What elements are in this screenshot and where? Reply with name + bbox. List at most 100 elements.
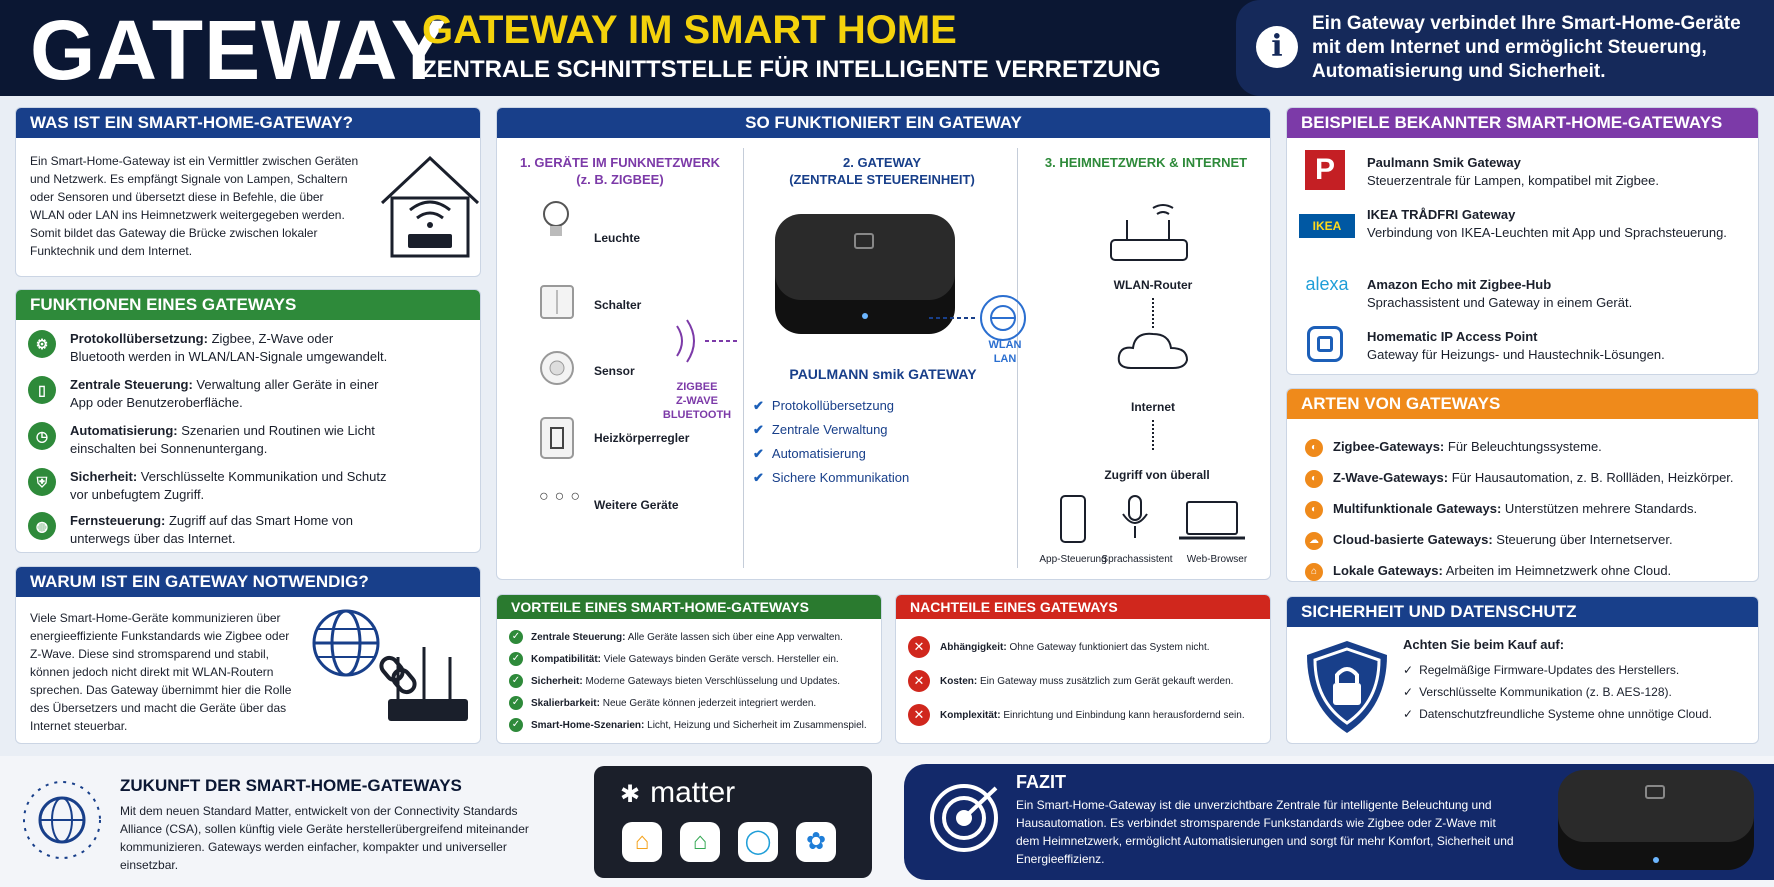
- check-icon: ✓: [509, 718, 523, 733]
- pro-item: ✓Zentrale Steuerung: Alle Geräte lassen …: [509, 627, 867, 649]
- function-item: ▯ Zentrale Steuerung: Verwaltung aller G…: [28, 376, 390, 412]
- wireless-waves-icon: [676, 319, 737, 363]
- gateway-feature: ✔Protokollübersetzung: [753, 398, 895, 413]
- page-subtitle: ZENTRALE SCHNITTSTELLE FÜR INTELLIGENTE …: [422, 56, 1161, 83]
- client-label: Sprachassistent: [1101, 554, 1173, 565]
- smartthings-icon: ✿: [796, 822, 836, 862]
- client-label: Web-Browser: [1186, 554, 1248, 565]
- future-text: Mit dem neuen Standard Matter, entwickel…: [120, 804, 529, 872]
- ikea-logo: IKEA: [1299, 214, 1355, 238]
- router-icon: [388, 647, 468, 721]
- security-list: ✓Regelmäßige Firmware-Updates des Herste…: [1403, 659, 1712, 725]
- con-item: ✕Kosten: Ein Gateway muss zusätzlich zum…: [908, 665, 1245, 699]
- alexa-app-icon: ◯: [738, 822, 778, 862]
- info-text: Ein Gateway verbindet Ihre Smart-Home-Ge…: [1312, 13, 1741, 82]
- type-item: ☁Cloud-basierte Gateways: Steuerung über…: [1305, 524, 1734, 555]
- x-icon: ✕: [908, 704, 930, 727]
- function-item: ⚙ Protokollübersetzung: Zigbee, Z-Wave o…: [28, 330, 390, 366]
- examples-title: BEISPIELE BEKANNTER SMART-HOME-GATEWAYS: [1287, 108, 1758, 138]
- zigbee-icon: ◐: [1305, 438, 1323, 457]
- how-panel: SO FUNKTIONIERT EIN GATEWAY 1. GERÄTE IM…: [496, 107, 1271, 580]
- home-app-icon: ⌂: [622, 822, 662, 862]
- matter-logo: ✱matter: [620, 776, 736, 809]
- lightbulb-icon: [543, 201, 569, 236]
- type-item: ◐Multifunktionale Gateways: Unterstützen…: [1305, 493, 1734, 524]
- multi-icon: ◐: [1305, 500, 1323, 519]
- pros-list: ✓Zentrale Steuerung: Alle Geräte lassen …: [509, 627, 867, 737]
- home-icon: ⌂: [1305, 562, 1323, 581]
- device-label: Weitere Geräte: [594, 498, 679, 512]
- why-text: Viele Smart-Home-Geräte kommunizieren üb…: [30, 611, 292, 733]
- security-panel: SICHERHEIT UND DATENSCHUTZ Achten Sie be…: [1286, 596, 1759, 744]
- what-is-title: WAS IST EIN SMART-HOME-GATEWAY?: [16, 108, 480, 138]
- switch-icon: [540, 285, 574, 319]
- device-label: Schalter: [594, 298, 642, 312]
- functions-title: FUNKTIONEN EINES GATEWAYS: [16, 290, 480, 320]
- thermostat-icon: [540, 417, 574, 459]
- conclusion-text: Ein Smart-Home-Gateway ist die unverzich…: [1016, 798, 1514, 866]
- phone-icon: [1060, 495, 1086, 543]
- check-icon: ✓: [509, 630, 523, 645]
- examples-panel: BEISPIELE BEKANNTER SMART-HOME-GATEWAYS …: [1286, 107, 1759, 375]
- client-label: App-Steuerung: [1039, 554, 1107, 565]
- function-item: ◍ Fernsteuerung: Zugriff auf das Smart H…: [28, 512, 390, 548]
- how-title: SO FUNKTIONIERT EIN GATEWAY: [497, 108, 1270, 138]
- x-icon: ✕: [908, 636, 930, 659]
- check-icon: ✓: [509, 652, 523, 667]
- con-item: ✕Komplexität: Einrichtung und Einbindung…: [908, 699, 1245, 733]
- types-panel: ARTEN VON GATEWAYS ◐Zigbee-Gateways: Für…: [1286, 388, 1759, 582]
- more-devices-icon: ○○○: [539, 488, 586, 505]
- function-item: ◷ Automatisierung: Szenarien und Routine…: [28, 422, 390, 458]
- target-icon: [930, 784, 998, 852]
- gateway-feature: ✔Zentrale Verwaltung: [753, 422, 888, 437]
- globe-router-illustration: [312, 609, 468, 721]
- gateway-feature-list: ✔Protokollübersetzung ✔Zentrale Verwaltu…: [753, 394, 909, 490]
- sensor-icon: [540, 351, 574, 385]
- future-title: ZUKUNFT DER SMART-HOME-GATEWAYS: [120, 776, 462, 795]
- pros-title: VORTEILE EINES SMART-HOME-GATEWAYS: [497, 595, 881, 619]
- device-label: Heizkörperregler: [594, 431, 690, 445]
- phone-icon: ▯: [28, 376, 56, 404]
- gateway-device-image: [775, 214, 955, 334]
- why-title: WARUM IST EIN GATEWAY NOTWENDIG?: [16, 567, 480, 597]
- type-item: ⌂Lokale Gateways: Arbeiten im Heimnetzwe…: [1305, 555, 1734, 581]
- timer-icon: ◷: [28, 422, 56, 450]
- device-label: Sensor: [594, 364, 635, 378]
- chip-globe-icon: [23, 781, 101, 859]
- pros-panel: VORTEILE EINES SMART-HOME-GATEWAYS ✓Zent…: [496, 594, 882, 744]
- security-lead: Achten Sie beim Kauf auf:: [1403, 637, 1565, 652]
- google-home-icon: ⌂: [680, 822, 720, 862]
- info-icon: i: [1256, 26, 1298, 68]
- security-item: ✓Verschlüsselte Kommunikation (z. B. AES…: [1403, 685, 1672, 699]
- gateway-name: PAULMANN smik GATEWAY: [789, 366, 977, 382]
- paulmann-logo: P: [1305, 150, 1345, 190]
- lock-shield-icon: [1307, 641, 1387, 733]
- security-title: SICHERHEIT UND DATENSCHUTZ: [1287, 597, 1758, 627]
- gateway-feature: ✔Sichere Kommunikation: [753, 470, 910, 485]
- types-title: ARTEN VON GATEWAYS: [1287, 389, 1758, 419]
- globe-icon: ◍: [28, 512, 56, 540]
- check-icon: ✓: [509, 674, 523, 689]
- homematic-logo: [1307, 326, 1343, 362]
- why-panel: WARUM IST EIN GATEWAY NOTWENDIG? Viele S…: [15, 566, 481, 744]
- security-item: ✓Regelmäßige Firmware-Updates des Herste…: [1403, 663, 1680, 677]
- cloud-icon: [1117, 332, 1189, 369]
- col3-heading: 3. HEIMNETZWERK & INTERNET: [1044, 155, 1248, 170]
- internet-label: Internet: [1130, 400, 1175, 414]
- con-item: ✕Abhängigkeit: Ohne Gateway funktioniert…: [908, 631, 1245, 665]
- type-item: ◐Z-Wave-Gateways: Für Hausautomation, z.…: [1305, 462, 1734, 493]
- wlan-connection-icon: [929, 295, 1026, 341]
- function-item: ⛨ Sicherheit: Verschlüsselte Kommunikati…: [28, 468, 390, 504]
- device-label: Leuchte: [594, 231, 641, 245]
- what-is-text: Ein Smart-Home-Gateway ist ein Vermittle…: [30, 154, 359, 258]
- type-item: ◐Zigbee-Gateways: Für Beleuchtungssystem…: [1305, 431, 1734, 462]
- big-title: GATEWAY: [30, 3, 448, 97]
- microphone-icon: [1122, 495, 1148, 538]
- matter-icon: ✱: [620, 781, 641, 808]
- laptop-icon: [1179, 501, 1245, 540]
- alexa-logo: alexa: [1305, 274, 1349, 294]
